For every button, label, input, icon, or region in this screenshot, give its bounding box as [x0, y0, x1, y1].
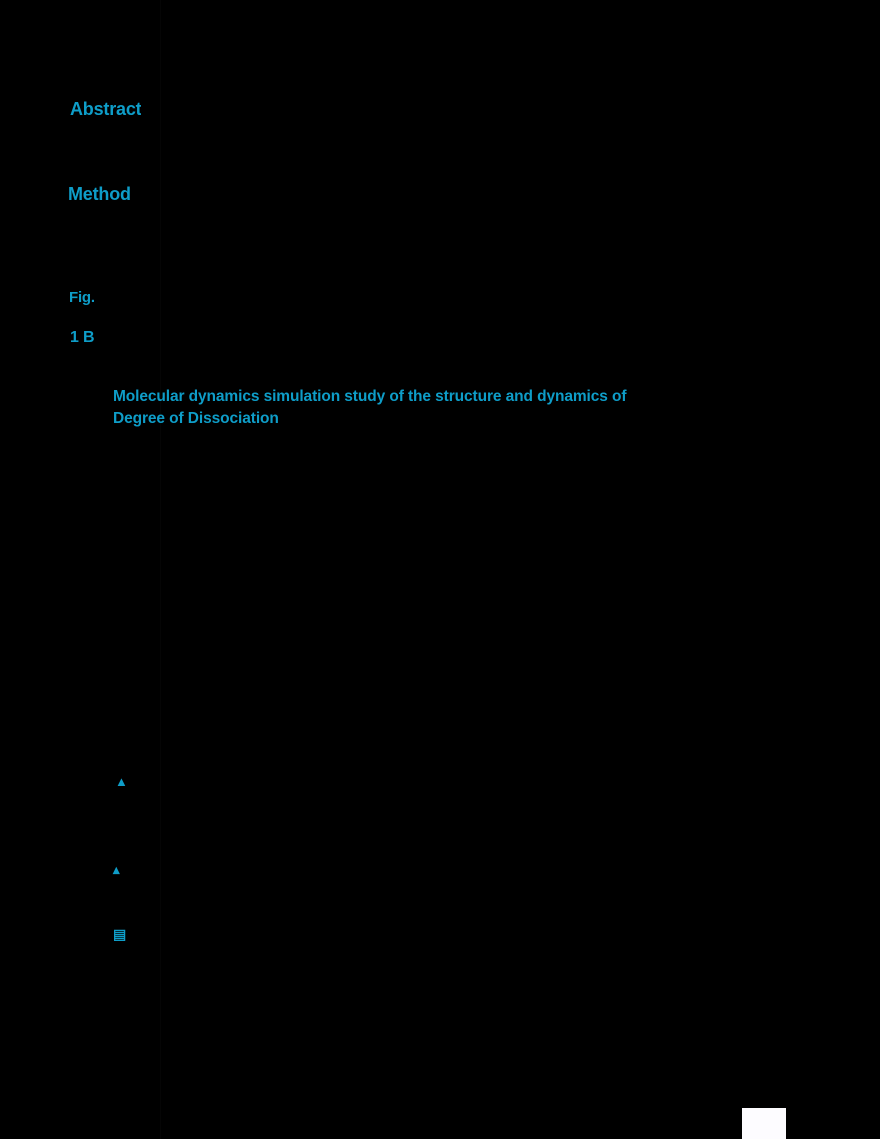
page-title-line-1: Molecular dynamics simulation study of t… — [113, 388, 627, 405]
body-glyph-triangle-icon: ▲ — [115, 774, 128, 789]
page-title: Molecular dynamics simulation study of t… — [113, 386, 763, 430]
figure-label-number: 1 B — [70, 330, 95, 346]
body-glyph-block-icon: ▤ — [113, 926, 127, 942]
page-title-line-2: Degree of Dissociation — [113, 410, 279, 427]
figure-label-prefix: Fig. — [69, 290, 95, 305]
column-gutter-rule — [160, 0, 161, 1139]
page-corner-block — [742, 1108, 786, 1139]
margin-heading-abstract: Abstract — [70, 100, 142, 118]
margin-heading-method: Method — [68, 185, 131, 203]
body-glyph-small-triangle-icon: ▴ — [113, 862, 120, 877]
